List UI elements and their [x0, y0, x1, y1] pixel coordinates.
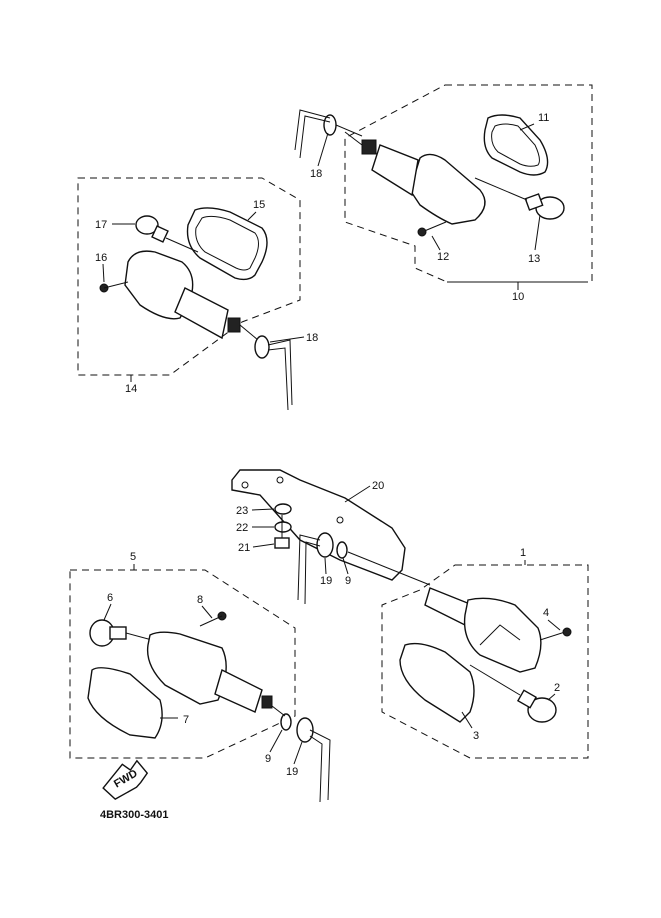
bulb-part-2 — [469, 664, 557, 723]
group-boundary-14 — [77, 177, 301, 376]
callout-17: 17 — [95, 219, 107, 231]
callout-14: 14 — [125, 383, 137, 395]
callout-7: 7 — [183, 714, 189, 726]
bulb-part-17 — [135, 215, 199, 253]
callout-19-center: 19 — [320, 575, 332, 587]
bulb-part-13 — [474, 177, 565, 220]
callout-1: 1 — [520, 547, 526, 559]
bulb-part-6 — [89, 619, 153, 647]
callout-2: 2 — [554, 682, 560, 694]
housing-part-1 — [424, 587, 542, 673]
assembly-bottom-right — [381, 564, 589, 759]
callout-3: 3 — [473, 730, 479, 742]
callout-4: 4 — [543, 607, 549, 619]
callout-22: 22 — [236, 522, 248, 534]
callout-11: 11 — [538, 112, 549, 124]
fwd-arrow-icon: FWD — [102, 759, 149, 800]
bolt-part-21 — [274, 515, 290, 549]
bracket-part-20 — [231, 469, 406, 581]
callout-12: 12 — [437, 251, 449, 263]
screw-part-8 — [199, 611, 227, 627]
drawing-code: 4BR300-3401 — [100, 809, 169, 821]
group-boundary-10 — [344, 84, 593, 283]
callout-5: 5 — [130, 551, 136, 563]
callout-18-left: 18 — [306, 332, 318, 344]
screw-part-16 — [99, 281, 129, 293]
callout-15: 15 — [253, 199, 265, 211]
callout-16: 16 — [95, 252, 107, 264]
bracket-assembly — [231, 469, 431, 605]
screw-part-12 — [417, 221, 447, 237]
assembly-bottom-left — [69, 569, 331, 803]
lens-part-11 — [483, 114, 549, 176]
washer-part-22 — [274, 521, 292, 533]
washer-part-23 — [274, 503, 292, 515]
group-boundary-1 — [381, 564, 589, 759]
callout-10: 10 — [512, 291, 524, 303]
housing-part-10 — [344, 131, 486, 225]
assembly-top-right — [294, 84, 593, 283]
callout-9-center: 9 — [345, 575, 351, 587]
callout-labels: 11 18 12 13 10 15 17 16 18 14 20 23 22 2… — [95, 112, 588, 778]
lens-part-3 — [399, 642, 475, 723]
callout-20: 20 — [372, 480, 384, 492]
housing-part-5 — [146, 631, 273, 713]
callout-6: 6 — [107, 592, 113, 604]
callout-19-bottom: 19 — [286, 766, 298, 778]
wire-harness-bottom-left — [271, 705, 331, 803]
callout-13: 13 — [528, 253, 540, 265]
assembly-top-left — [77, 177, 301, 411]
callout-8: 8 — [197, 594, 203, 606]
callout-21: 21 — [238, 542, 250, 554]
wire-harness-18a — [294, 109, 363, 159]
callout-9-bottom: 9 — [265, 753, 271, 765]
screw-part-4 — [539, 627, 572, 641]
callout-23: 23 — [236, 505, 248, 517]
lens-part-15 — [186, 207, 268, 281]
lens-part-7 — [87, 667, 178, 739]
wire-harness-center — [297, 532, 431, 605]
housing-part-14 — [124, 250, 259, 341]
wire-harness-18b — [254, 335, 293, 411]
callout-18-top: 18 — [310, 168, 322, 180]
group-boundary-5 — [69, 569, 296, 759]
